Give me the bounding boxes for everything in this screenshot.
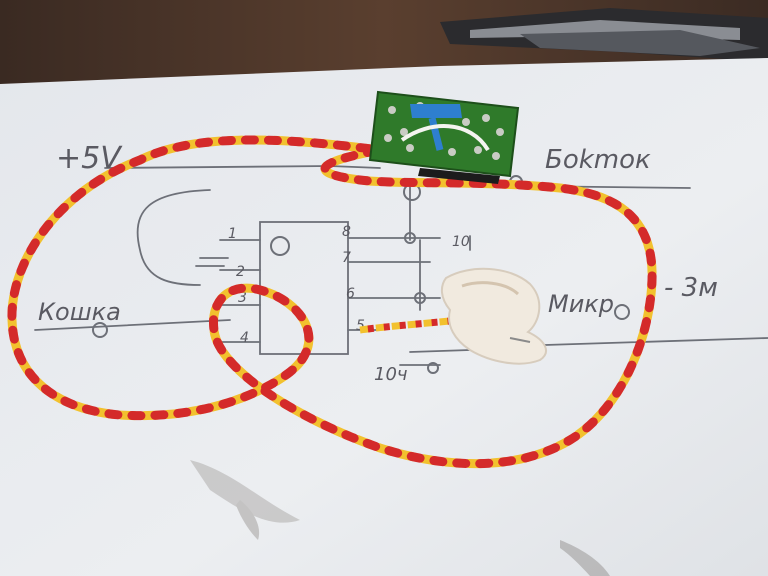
paper-smudges [190, 460, 610, 576]
wire-red-strand [7, 135, 657, 469]
schematic-nodes [92, 175, 630, 374]
label-bottom-note: 10ч [374, 364, 408, 385]
sketch-labels: +5V Кошка Боkmок Микр - 3м 10ч 1 2 3 4 5… [38, 141, 718, 385]
label-pin-6: 6 [346, 286, 355, 302]
blue-resistor [410, 104, 462, 118]
label-pin-1: 1 [228, 226, 237, 242]
label-pin-5: 5 [356, 318, 365, 334]
label-pin-4: 4 [240, 330, 249, 346]
label-pin-2: 2 [236, 264, 245, 280]
pliers-tool [440, 8, 768, 62]
label-top-right-note: Боkmок [545, 145, 651, 175]
label-pin-3: 3 [238, 290, 247, 306]
wire-lead-to-sensor-red [359, 316, 461, 334]
label-pin-7: 7 [342, 250, 351, 266]
circuit-board [368, 90, 520, 184]
glued-sensor [440, 267, 547, 365]
label-cap-right: 10 [452, 234, 470, 250]
label-right-note: Микр [548, 290, 614, 318]
label-pin-8: 8 [342, 224, 351, 240]
white-jumper [400, 124, 490, 152]
label-far-right-note: - 3м [664, 273, 718, 303]
label-left-note: Кошка [38, 298, 121, 326]
